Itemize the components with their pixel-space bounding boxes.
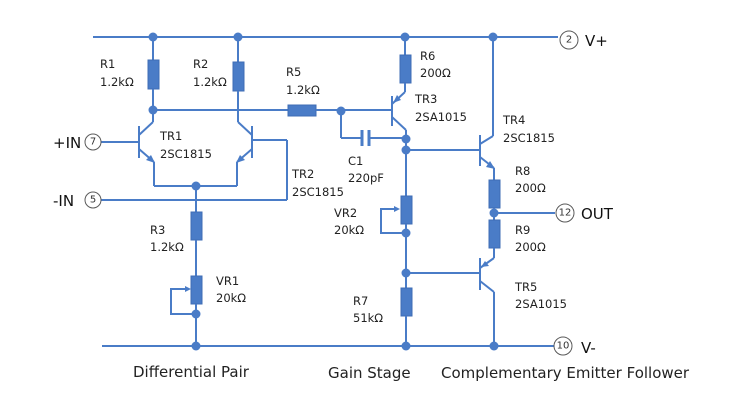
resistor-r1 <box>147 59 160 90</box>
tr1-collector <box>138 121 154 136</box>
tr3-collector <box>391 116 407 131</box>
resistor-r3 <box>190 211 203 241</box>
label-vr2-name: VR2 <box>334 206 357 220</box>
label-tr1-name: TR1 <box>159 129 182 143</box>
pin-circle <box>559 30 579 50</box>
label-r2-value: 1.2kΩ <box>193 75 227 89</box>
label-r9-name: R9 <box>515 223 530 237</box>
junction-dot <box>489 208 499 218</box>
terminal-out: 12 OUT <box>555 203 614 223</box>
pin-number: 2 <box>566 35 572 46</box>
tr3-emitter-arrow <box>393 95 401 103</box>
pin-circle <box>553 336 573 356</box>
label-c1-name: C1 <box>348 154 363 168</box>
junction-dot <box>489 341 499 351</box>
label-r8-value: 200Ω <box>515 181 546 195</box>
label-r1-name: R1 <box>100 57 115 71</box>
terminal-vminus: 10 V- <box>553 336 596 357</box>
label-r5-name: R5 <box>286 65 301 79</box>
resistor-r7 <box>400 287 413 317</box>
resistor-r5 <box>287 104 317 117</box>
junction-dot <box>233 32 243 42</box>
label-r8-name: R8 <box>515 164 530 178</box>
label-r7-value: 51kΩ <box>353 311 383 325</box>
tr5-collector <box>479 280 495 293</box>
junction-dot <box>401 341 411 351</box>
potentiometer-vr2 <box>400 195 413 225</box>
junction-dot <box>488 32 498 42</box>
tr1-emitter-arrow <box>146 155 155 163</box>
resistor-r8 <box>488 179 501 209</box>
label-r3-name: R3 <box>150 223 165 237</box>
label-r9-value: 200Ω <box>515 240 546 254</box>
label-c1-value: 220pF <box>348 171 384 185</box>
resistor-r9 <box>488 219 501 249</box>
label-tr5-value: 2SA1015 <box>515 297 567 311</box>
label-r2-name: R2 <box>193 57 208 71</box>
tr2-collector <box>237 121 253 136</box>
label-vr1-name: VR1 <box>216 274 239 288</box>
pin-circle <box>84 191 102 209</box>
junction-dot <box>401 145 411 155</box>
resistor-r2 <box>232 61 245 92</box>
junction-dot <box>400 32 410 42</box>
section-label-gain-stage: Gain Stage <box>328 364 411 382</box>
terminal-label: V+ <box>585 32 608 50</box>
terminal-label: OUT <box>581 205 614 223</box>
potentiometer-vr1 <box>190 275 203 305</box>
vr1-wiper <box>170 288 196 315</box>
tr4-collector <box>479 135 494 145</box>
junction-dot <box>191 181 201 191</box>
pin-number: 12 <box>559 208 572 219</box>
tr4-emitter-arrow <box>486 161 495 169</box>
label-r1-value: 1.2kΩ <box>100 75 134 89</box>
pin-number: 7 <box>90 137 96 148</box>
label-tr3-value: 2SA1015 <box>415 110 467 124</box>
junction-dot <box>336 106 346 116</box>
label-tr2-name: TR2 <box>291 167 314 181</box>
junction-dot <box>401 228 411 238</box>
label-r3-value: 1.2kΩ <box>150 240 184 254</box>
pin-circle <box>84 133 102 151</box>
label-r6-value: 200Ω <box>420 66 451 80</box>
terminal-label: V- <box>581 339 596 357</box>
vr1-wiper-arrow <box>185 286 191 292</box>
terminal-vplus: 2 V+ <box>559 30 608 50</box>
tr2-emitter-arrow <box>236 155 245 163</box>
terminal-minus-in: 5 -IN <box>53 191 102 210</box>
vr2-wiper <box>380 208 406 234</box>
pin-circle <box>555 203 575 223</box>
terminal-label: +IN <box>53 134 81 152</box>
junction-dot <box>401 268 411 278</box>
terminal-label: -IN <box>53 192 74 210</box>
label-r5-value: 1.2kΩ <box>286 83 320 97</box>
resistor-r6 <box>399 54 412 84</box>
junction-dot <box>191 341 201 351</box>
junction-dot <box>401 134 411 144</box>
junction-dot <box>148 105 158 115</box>
label-tr3-name: TR3 <box>414 92 437 106</box>
vr2-wiper-arrow <box>394 206 400 212</box>
label-r7-name: R7 <box>353 294 368 308</box>
section-label-emitter-follower: Complementary Emitter Follower <box>441 364 690 382</box>
junction-dot <box>148 32 158 42</box>
terminal-plus-in: 7 +IN <box>53 133 102 152</box>
label-tr2-value: 2SC1815 <box>292 185 344 199</box>
pin-number: 5 <box>90 195 96 206</box>
label-vr1-value: 20kΩ <box>216 291 246 305</box>
tr5-emitter-arrow <box>481 261 489 267</box>
pin-number: 10 <box>557 341 570 352</box>
label-r6-name: R6 <box>420 49 435 63</box>
section-label-differential-pair: Differential Pair <box>133 363 250 381</box>
label-tr4-name: TR4 <box>502 113 525 127</box>
label-tr1-value: 2SC1815 <box>160 147 212 161</box>
junction-dot <box>191 309 201 319</box>
label-tr4-value: 2SC1815 <box>503 131 555 145</box>
label-vr2-value: 20kΩ <box>334 223 364 237</box>
label-tr5-name: TR5 <box>514 280 537 294</box>
